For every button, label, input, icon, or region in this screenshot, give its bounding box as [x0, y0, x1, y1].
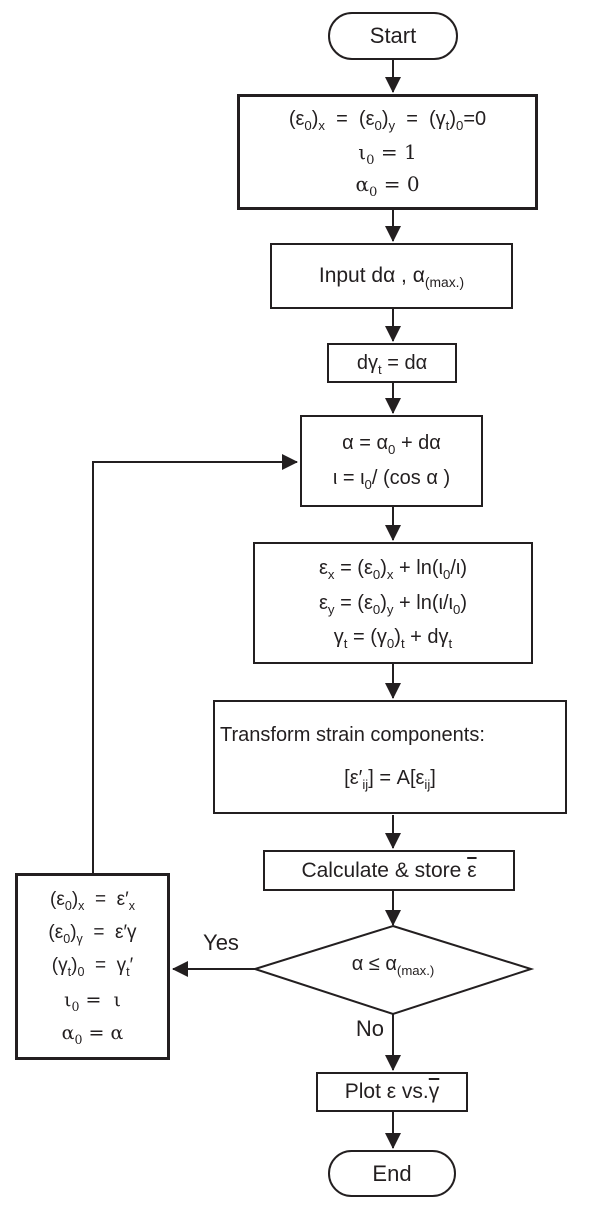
decision-no-label: No — [355, 1016, 384, 1041]
update-line-3: (γt)0 = γt′ — [51, 955, 134, 980]
start-label: Start — [369, 23, 417, 48]
plot-label: Plot ε vs.γ — [344, 1080, 440, 1103]
strain-line-2: εy = (ε0)y + ln(ι/ι0) — [319, 591, 467, 617]
node-input: Input dα , α(max.) — [270, 243, 513, 309]
dgamma-label: dγt = dα — [356, 351, 428, 377]
end-label: End — [372, 1160, 412, 1186]
update-line-4: ι0 = ι — [64, 988, 121, 1014]
update-line-2: (ε0)γ = ε′γ — [48, 922, 137, 947]
node-end: End — [328, 1150, 456, 1197]
decision-yes-label: Yes — [203, 930, 239, 955]
node-store-update: (ε0)x = ε′x (ε0)γ = ε′γ (γt)0 = γt′ ι0 =… — [15, 873, 170, 1060]
node-start: Start — [328, 12, 458, 60]
alpha-line-2: ι = ι0/ (cos α ) — [332, 467, 451, 493]
input-label: Input dα , α(max.) — [318, 264, 465, 291]
alpha-line-1: α = α0 + dα — [342, 431, 441, 457]
strain-line-1: εx = (ε0)x + ln(ι0/ι) — [319, 557, 467, 583]
node-dgamma: dγt = dα — [327, 343, 457, 383]
calculate-label: Calculate & store ε — [301, 858, 477, 882]
init-line-3: α0 = 0 — [355, 172, 420, 201]
transform-line-1: Transform strain components: — [220, 724, 485, 746]
node-plot: Plot ε vs.γ — [316, 1072, 468, 1112]
node-calculate: Calculate & store ε — [263, 850, 515, 891]
decision-label: α ≤ α(max.) — [351, 953, 435, 978]
node-init: (ε0)x = (ε0)y = (γt)0=0 ι0 = 1 α0 = 0 — [237, 94, 538, 210]
strain-line-3: γt = (γ0)t + dγt — [333, 625, 453, 651]
node-transform: Transform strain components: [ε′ij] = A[… — [213, 700, 567, 814]
update-line-1: (ε0)x = ε′x — [50, 889, 135, 913]
decision-diamond — [251, 924, 535, 1016]
init-line-1: (ε0)x = (ε0)y = (γt)0=0 — [288, 107, 487, 133]
node-strain: εx = (ε0)x + ln(ι0/ι) εy = (ε0)y + ln(ι/… — [253, 542, 533, 664]
node-alpha-step: α = α0 + dα ι = ι0/ (cos α ) — [300, 415, 483, 507]
transform-line-2: [ε′ij] = A[εij] — [344, 767, 436, 792]
init-line-2: ι0 = 1 — [358, 139, 417, 168]
update-line-5: α0 = α — [61, 1021, 124, 1047]
